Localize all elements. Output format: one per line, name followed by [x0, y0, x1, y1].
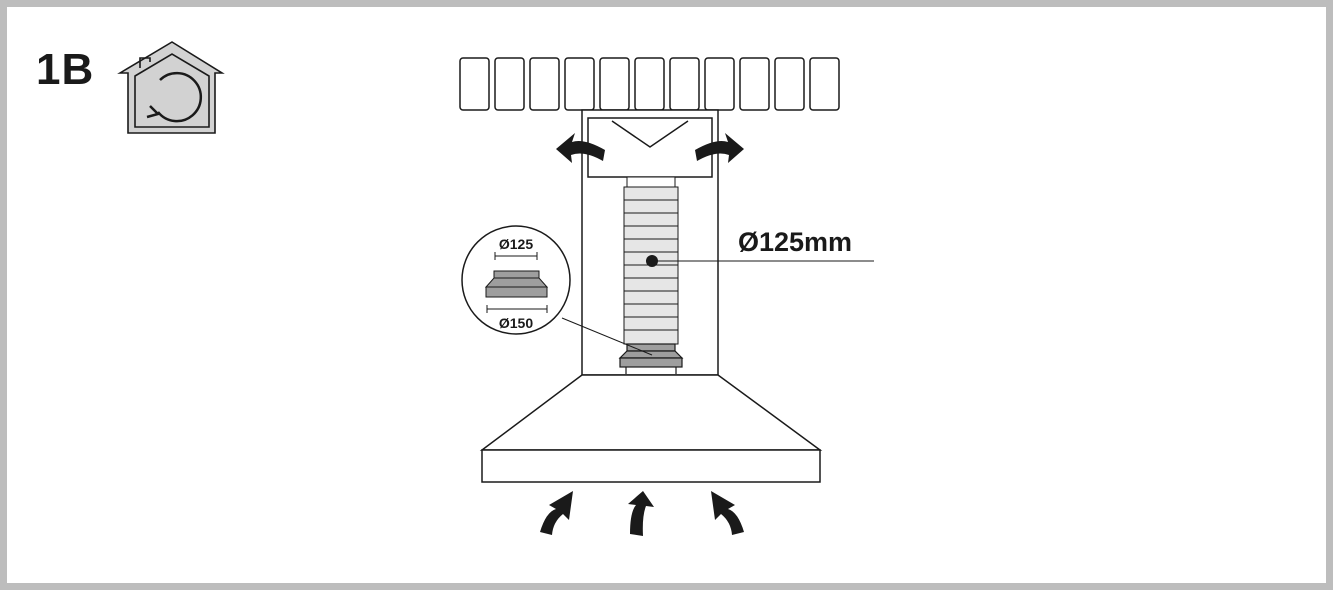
adapter-detail-callout: Ø125 Ø150: [461, 225, 653, 356]
duct-diameter-callout: Ø125mm: [646, 227, 874, 267]
hood-canopy: [479, 374, 823, 483]
air-deflector: [587, 117, 713, 178]
adapter-top-diameter-label: Ø125: [499, 236, 533, 252]
outlet-arrow-left: [556, 133, 605, 163]
step-label: 1B: [36, 45, 95, 94]
intake-arrow-center: [628, 491, 654, 536]
outlet-arrow-right: [695, 133, 744, 163]
ceiling-blocks: [459, 57, 840, 111]
air-intake-arrows: [540, 491, 744, 536]
adapter-detail-part: [484, 270, 549, 298]
intake-arrow-left: [540, 491, 573, 535]
intake-arrow-right: [711, 491, 744, 535]
duct-diameter-label: Ø125mm: [738, 227, 852, 257]
adapter-bottom-diameter-label: Ø150: [499, 315, 533, 331]
recirculation-house-icon: [117, 41, 225, 134]
air-outlet-arrows: [556, 133, 744, 163]
detail-leader-line: [561, 317, 653, 356]
